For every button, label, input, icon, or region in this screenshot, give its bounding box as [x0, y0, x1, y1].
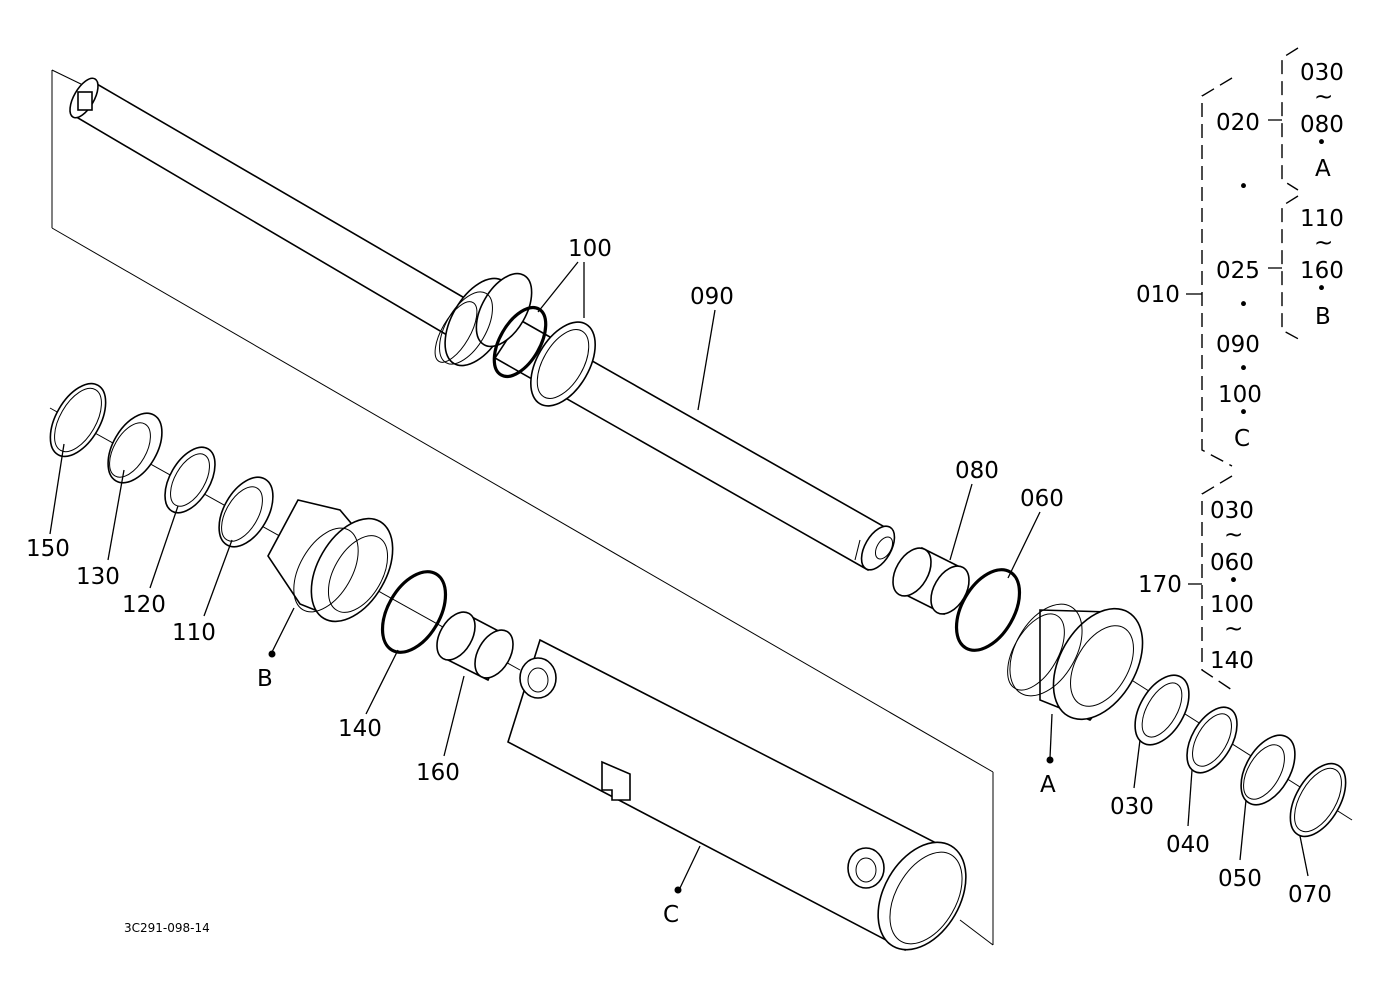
part-labels: 100 090 080 060 150 130 120 110 B 140 16…: [26, 236, 1332, 928]
marker-dots: [268, 650, 1054, 894]
piston-rod: [69, 77, 896, 572]
assembly-legend: 030 ~ 080 ・ A 110 ~ 160 ・ B 020 ・ 025 ・ …: [1136, 47, 1344, 691]
o-ring-060: [954, 568, 1022, 652]
g170-2: 060: [1210, 550, 1254, 576]
g020-0: 030: [1300, 60, 1344, 86]
g010-2: 025: [1216, 258, 1260, 284]
g010-3: ・: [1232, 292, 1255, 318]
g025-1: ~: [1314, 230, 1333, 256]
piston-seal-rings: [492, 306, 596, 407]
drawing-number: 3C291-098-14: [124, 921, 210, 935]
g020-1: ~: [1314, 84, 1333, 110]
cylinder-tube: [507, 638, 967, 952]
left-seals: [49, 382, 274, 548]
cylinder-head-b: [267, 499, 394, 623]
label-120: 120: [122, 592, 166, 618]
g010-4: 090: [1216, 332, 1260, 358]
right-seals: [1134, 674, 1347, 838]
label-060: 060: [1020, 486, 1064, 512]
label-080: 080: [955, 458, 999, 484]
label-040: 040: [1166, 832, 1210, 858]
g170-5: ~: [1224, 616, 1243, 642]
label-110: 110: [172, 620, 216, 646]
bushing-080: [892, 546, 970, 616]
marker-a: A: [1040, 772, 1056, 798]
marker-b: B: [257, 666, 273, 692]
g025-4: B: [1315, 304, 1331, 330]
g010-6: 100: [1218, 382, 1262, 408]
g020-3: ・: [1310, 130, 1333, 156]
g010-0: 020: [1216, 110, 1260, 136]
label-010: 010: [1136, 282, 1180, 308]
g170-1: ~: [1224, 522, 1243, 548]
g025-3: ・: [1310, 276, 1333, 302]
g170-3: ・: [1222, 568, 1245, 594]
marker-c: C: [663, 902, 679, 928]
label-090: 090: [690, 284, 734, 310]
label-030: 030: [1110, 794, 1154, 820]
leader-lines: [49, 261, 1309, 889]
g025-0: 110: [1300, 206, 1344, 232]
g025-2: 160: [1300, 258, 1344, 284]
g010-8: C: [1234, 426, 1250, 452]
o-ring-140: [380, 570, 448, 654]
g170-6: 140: [1210, 648, 1254, 674]
g010-1: ・: [1232, 174, 1255, 200]
label-050: 050: [1218, 866, 1262, 892]
label-160: 160: [416, 760, 460, 786]
g010-5: ・: [1232, 356, 1255, 382]
g170-0: 030: [1210, 498, 1254, 524]
label-170: 170: [1138, 572, 1182, 598]
label-070: 070: [1288, 882, 1332, 908]
g020-4: A: [1315, 156, 1331, 182]
label-130: 130: [76, 564, 120, 590]
label-140: 140: [338, 716, 382, 742]
label-150: 150: [26, 536, 70, 562]
g010-7: ・: [1232, 400, 1255, 426]
piston: [434, 272, 533, 367]
label-100: 100: [568, 236, 612, 262]
g170-4: 100: [1210, 592, 1254, 618]
bushing-160: [436, 611, 514, 682]
g020-2: 080: [1300, 112, 1344, 138]
cylinder-head-a: [1007, 603, 1144, 721]
